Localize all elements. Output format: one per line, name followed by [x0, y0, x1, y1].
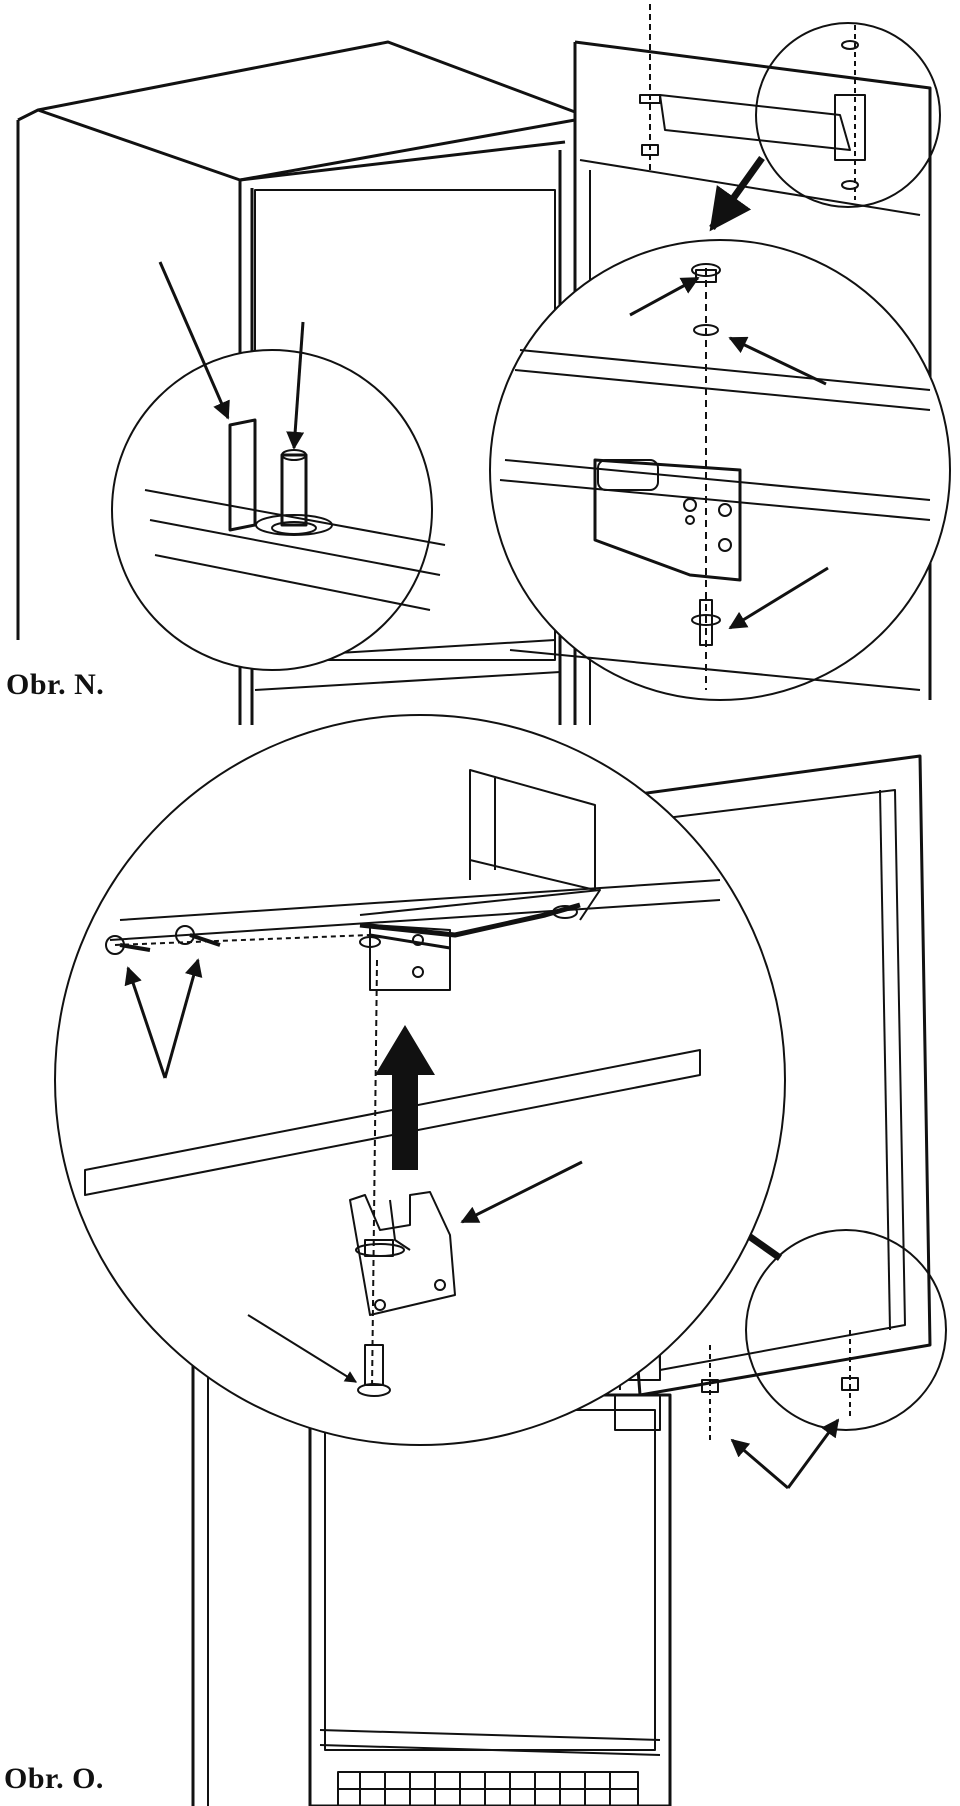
pointer-arrow-n — [709, 155, 765, 232]
arrow-to-screw-left — [124, 966, 167, 1079]
hinge-pin-detail-left — [144, 418, 446, 611]
figure-o — [54, 714, 947, 1806]
up-arrow — [375, 1025, 435, 1170]
detail-circle-main-o — [54, 714, 786, 1446]
figure-n — [16, 4, 951, 725]
arrow-to-pin-o — [247, 1314, 358, 1383]
arrow-to-washer-top — [629, 276, 700, 317]
figure-label-n: Obr. N. — [6, 668, 105, 701]
arrow-to-hinge-pin — [728, 566, 829, 630]
hinge-screw-stack-top — [639, 4, 851, 170]
arrow-to-screw-b — [786, 1418, 840, 1489]
detail-circle-hinge-bottom — [745, 1229, 947, 1431]
arrow-to-pin-left — [286, 321, 305, 450]
hinge-bracket-detail-top — [834, 25, 866, 200]
arrow-to-bracket-o — [460, 1160, 583, 1224]
vent-grille — [337, 1771, 639, 1806]
screws-detail — [105, 925, 381, 955]
hinge-bracket-detail-right — [499, 263, 931, 691]
arrow-to-bracket-left — [158, 261, 230, 420]
hinge-bracket-lower — [349, 959, 456, 1397]
arrow-to-washer-middle — [728, 336, 827, 386]
arrow-to-screw-right — [163, 958, 203, 1079]
hinge-mount-detail — [84, 769, 721, 1196]
figure-label-o: Obr. O. — [4, 1762, 104, 1795]
detail-circle-left-n — [111, 349, 433, 671]
arrow-to-screw-a — [730, 1438, 789, 1490]
detail-circle-hinge-top — [755, 22, 941, 208]
hinge-screws-bottom — [599, 1330, 859, 1440]
